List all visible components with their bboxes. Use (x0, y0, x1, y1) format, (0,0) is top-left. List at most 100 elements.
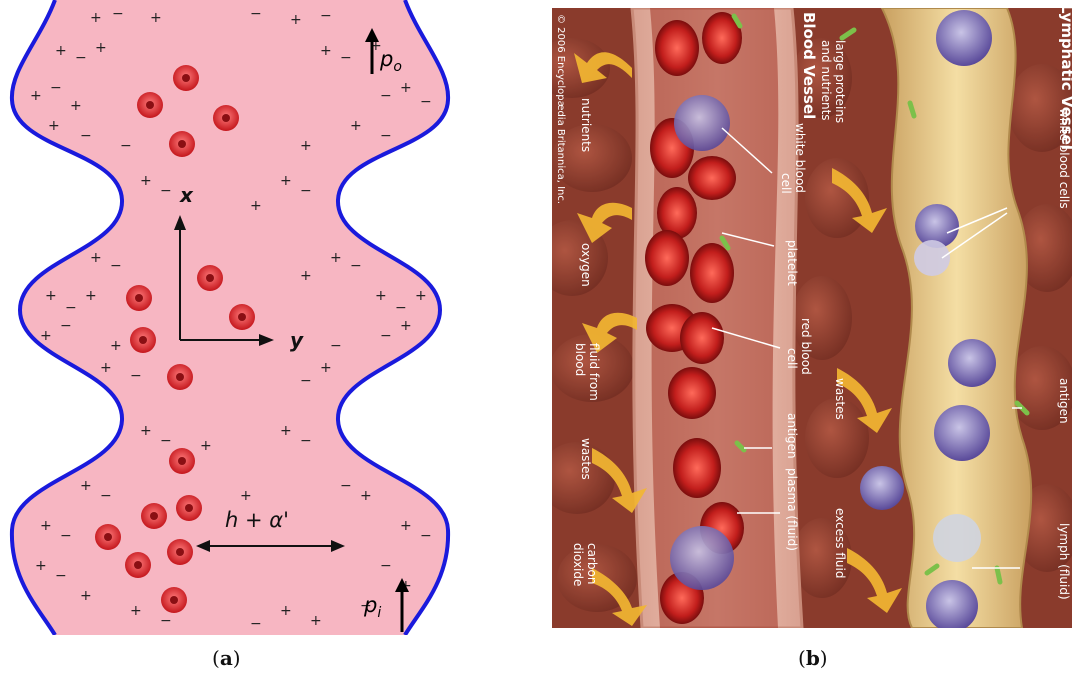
inlet-pressure-label: pi (363, 593, 381, 621)
inlet-pressure-arrow (395, 578, 409, 632)
label-lymph: lymph (fluid) (1057, 523, 1071, 600)
svg-text:−: − (250, 616, 262, 632)
svg-text:−: − (360, 598, 372, 614)
svg-text:+: + (110, 338, 122, 354)
panel-a-channel-diagram: +−+−+− +−++−+ +−+−+− +−+−+− +−+−+ +−+−+ … (0, 0, 460, 637)
svg-text:+: + (290, 12, 302, 28)
svg-text:−: − (300, 433, 312, 449)
svg-text:−: − (50, 80, 62, 96)
diffusion-arrows (574, 52, 902, 626)
svg-text:−: − (380, 558, 392, 574)
svg-text:−: − (160, 433, 172, 449)
svg-text:−: − (380, 328, 392, 344)
svg-text:+: + (70, 98, 82, 114)
svg-text:+: + (130, 603, 142, 619)
label-antigen-mid: antigen (785, 413, 799, 459)
rbc (167, 364, 193, 390)
rbc (126, 285, 152, 311)
svg-text:+: + (300, 138, 312, 154)
label-plasma: plasma (fluid) (785, 468, 799, 551)
svg-text:−: − (250, 6, 262, 22)
caption-b: (b) (798, 646, 828, 670)
svg-text:+: + (80, 478, 92, 494)
label-fluid-from-blood-1: fluid from (587, 343, 601, 401)
x-axis-label: x (179, 183, 194, 207)
svg-text:−: − (300, 373, 312, 389)
svg-text:−: − (160, 183, 172, 199)
label-large-proteins-1: large proteins (833, 40, 847, 123)
red-blood-cells (95, 65, 255, 613)
svg-text:+: + (35, 558, 47, 574)
svg-text:+: + (140, 173, 152, 189)
blood-vessel-title: Blood Vessel (800, 12, 818, 119)
right-wall (335, 0, 451, 637)
svg-text:+: + (280, 173, 292, 189)
label-wastes-mid: wastes (833, 378, 847, 420)
rbc (197, 265, 223, 291)
svg-text:+: + (320, 360, 332, 376)
svg-text:+: + (400, 80, 412, 96)
svg-text:−: − (100, 488, 112, 504)
svg-text:+: + (80, 588, 92, 604)
svg-text:+: + (150, 10, 162, 26)
svg-text:−: − (340, 478, 352, 494)
svg-text:+: + (350, 118, 362, 134)
svg-text:+: + (320, 43, 332, 59)
rbc (169, 131, 195, 157)
label-white-blood-cell-2: cell (779, 173, 793, 194)
svg-text:−: − (330, 338, 342, 354)
vessel-red-blood-cells (645, 12, 744, 624)
svg-text:+: + (400, 318, 412, 334)
label-antigen-right: antigen (1057, 378, 1071, 424)
svg-text:+: + (200, 438, 212, 454)
panel-b-vessel-illustration: © 2006 Encyclopædia Britannica, Inc. Blo… (552, 8, 1072, 628)
y-axis-label: y (290, 328, 304, 352)
label-large-proteins-2: and nutrients (819, 40, 833, 121)
svg-text:−: − (75, 50, 87, 66)
vessel-illustration-svg: © 2006 Encyclopædia Britannica, Inc. Blo… (552, 8, 1072, 628)
label-white-blood-cell-1: white blood (793, 123, 807, 193)
svg-text:+: + (140, 423, 152, 439)
svg-text:+: + (360, 488, 372, 504)
label-white-blood-cells: white blood cells (1057, 108, 1071, 209)
rbc (173, 65, 199, 91)
svg-text:+: + (300, 268, 312, 284)
lymphatic-vessel (880, 8, 1033, 628)
svg-text:+: + (375, 288, 387, 304)
charge-markers: +−+−+− +−++−+ +−+−+− +−+−+− +−+−+ +−+−+ … (30, 6, 432, 632)
svg-text:−: − (320, 8, 332, 24)
rbc (137, 92, 163, 118)
svg-text:−: − (130, 368, 142, 384)
svg-text:−: − (340, 50, 352, 66)
rbc (125, 552, 151, 578)
svg-text:−: − (300, 183, 312, 199)
svg-text:+: + (48, 118, 60, 134)
svg-text:+: + (280, 423, 292, 439)
svg-text:−: − (380, 88, 392, 104)
rbc (229, 304, 255, 330)
coordinate-axes (174, 215, 274, 346)
svg-text:−: − (60, 528, 72, 544)
label-carbon-dioxide-2: dioxide (571, 543, 585, 586)
svg-text:+: + (415, 288, 427, 304)
svg-text:+: + (250, 198, 262, 214)
rbc (130, 327, 156, 353)
svg-text:+: + (90, 10, 102, 26)
svg-text:+: + (40, 328, 52, 344)
svg-text:+: + (370, 38, 382, 54)
width-label: h + α' (225, 508, 289, 532)
svg-text:−: − (420, 94, 432, 110)
svg-text:−: − (80, 128, 92, 144)
svg-text:−: − (55, 568, 67, 584)
svg-text:+: + (280, 603, 292, 619)
svg-text:+: + (95, 40, 107, 56)
svg-text:−: − (120, 138, 132, 154)
label-carbon-dioxide-1: carbon (585, 543, 599, 584)
label-red-blood-cell-2: cell (785, 348, 799, 369)
caption-a: (a) (212, 646, 241, 670)
label-nutrients: nutrients (579, 98, 593, 152)
copyright-notice: © 2006 Encyclopædia Britannica, Inc. (555, 14, 566, 204)
svg-text:−: − (60, 318, 72, 334)
outlet-pressure-label: po (379, 47, 402, 75)
rbc (169, 448, 195, 474)
